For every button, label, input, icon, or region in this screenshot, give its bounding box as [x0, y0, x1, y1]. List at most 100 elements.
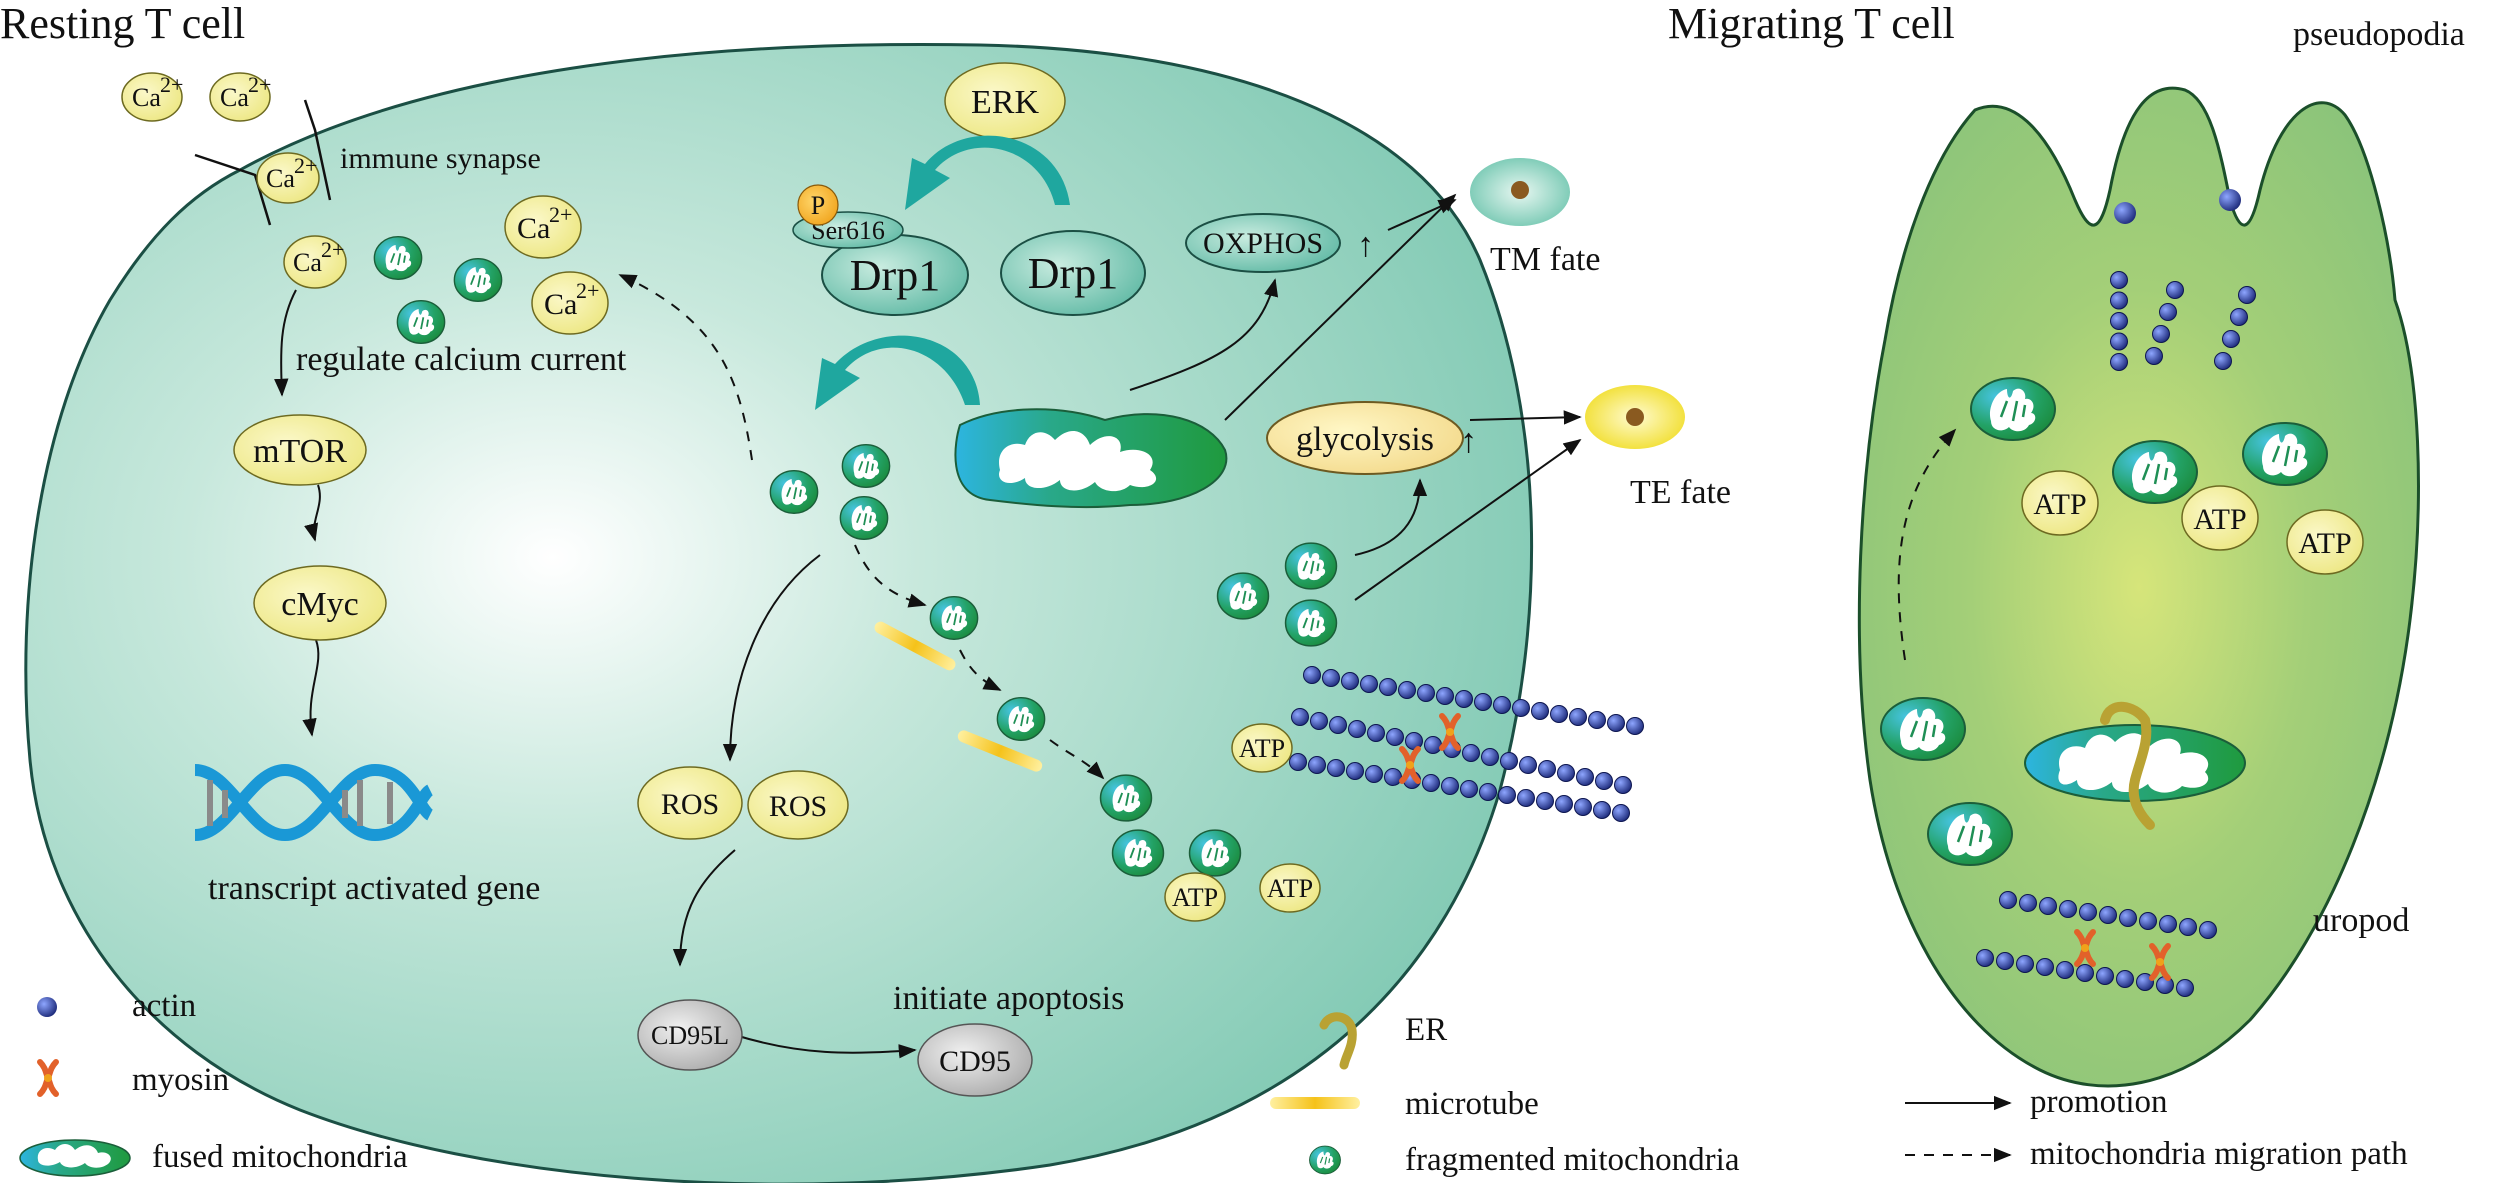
actin-bead [1517, 789, 1535, 807]
fragmented-mito [1284, 542, 1338, 590]
initiate-apoptosis-label: initiate apoptosis [893, 980, 1124, 1017]
actin-bead [2110, 353, 2128, 371]
actin-bead [2230, 308, 2248, 326]
fragmented-mito [396, 299, 446, 345]
actin-bead [1455, 690, 1473, 708]
svg-text:mitochondria migration path: mitochondria migration path [2030, 1136, 2408, 1172]
actin-bead [1367, 724, 1385, 742]
resting-title: Resting T cell [0, 0, 245, 48]
actin-bead [2016, 955, 2034, 973]
atp-node: ATP [1164, 872, 1226, 922]
legend-promotion: promotion [1905, 1084, 2168, 1120]
regulate-calcium-label: regulate calcium current [296, 341, 627, 378]
actin-bead [1462, 744, 1480, 762]
actin-bead [2145, 347, 2163, 365]
te-fate-label: TE fate [1630, 474, 1731, 511]
ca-node-1: Ca 2+ [121, 72, 183, 122]
actin-bead [1595, 772, 1613, 790]
cd95-node: CD95 [917, 1023, 1033, 1097]
legend-fragmented-mito: fragmented mitochondria [1308, 1142, 1740, 1178]
actin-bead [1569, 708, 1587, 726]
erk-node: ERK [944, 62, 1066, 140]
oxphos-node: OXPHOS [1185, 213, 1341, 273]
actin-bead [1481, 748, 1499, 766]
actin-bead [2152, 325, 2170, 343]
svg-text:ROS: ROS [661, 788, 719, 821]
uropod-label: uropod [2313, 902, 2409, 939]
cd95l-node: CD95L [637, 999, 743, 1071]
fission-teal-arrow [815, 335, 980, 410]
p-node: P [797, 184, 839, 226]
actin-bead [2159, 303, 2177, 321]
actin-bead [2179, 918, 2197, 936]
actin-bead [1417, 684, 1435, 702]
svg-text:Ca: Ca [544, 288, 577, 321]
er-icon [2100, 701, 2155, 830]
fragmented-mito [769, 469, 819, 515]
fragmented-mito [1216, 572, 1270, 620]
drp1-phos-node: Drp1 [821, 234, 969, 316]
actin-bead [1999, 891, 2017, 909]
actin-bead [1384, 768, 1402, 786]
fragmented-mito [841, 443, 891, 489]
atp-node: ATP [1231, 723, 1293, 773]
microtube [874, 621, 956, 671]
actin-bead [1538, 760, 1556, 778]
actin-bead [2110, 271, 2128, 289]
fragmented-mito [1284, 599, 1338, 647]
svg-text:ATP: ATP [1239, 734, 1285, 763]
immune-synapse-label: immune synapse [340, 142, 541, 175]
actin-bead [2222, 330, 2240, 348]
atp-node: ATP [2021, 470, 2099, 536]
actin-bead [1346, 762, 1364, 780]
actin-bead [1614, 776, 1632, 794]
microtube [957, 730, 1043, 772]
dna-helix-icon [194, 763, 434, 842]
fragmented-mito [1879, 696, 1967, 762]
migrating-title: Migrating T cell [1668, 0, 1955, 48]
actin-bead [1493, 696, 1511, 714]
actin-bead [1512, 699, 1530, 717]
actin-bead [2199, 921, 2217, 939]
actin-bead [2056, 961, 2074, 979]
svg-text:myosin: myosin [132, 1062, 229, 1098]
svg-text:2+: 2+ [576, 278, 599, 303]
actin-bead [1576, 768, 1594, 786]
actin-bead [2099, 906, 2117, 924]
fragmented-mito [929, 595, 979, 641]
svg-text:ATP: ATP [2298, 527, 2351, 560]
svg-text:ATP: ATP [2193, 503, 2246, 536]
fragmented-mito [1099, 774, 1153, 822]
mito-migration-path [959, 649, 1002, 691]
actin-bead [1479, 783, 1497, 801]
actin-bead [1474, 693, 1492, 711]
glycolysis-node: glycolysis [1266, 401, 1464, 475]
actin-bead [2159, 915, 2177, 933]
cmyc-node: cMyc [253, 565, 387, 641]
svg-text:Drp1: Drp1 [850, 251, 940, 300]
svg-text:CD95L: CD95L [651, 1021, 729, 1050]
fragmented-mito [1969, 376, 2057, 442]
fragmented-mito [373, 235, 423, 281]
svg-text:Ca: Ca [220, 83, 249, 112]
actin-bead [2079, 903, 2097, 921]
ca-node-3: Ca 2+ [256, 152, 320, 204]
actin-bead [1303, 666, 1321, 684]
svg-text:ATP: ATP [2033, 488, 2086, 521]
svg-text:Ca: Ca [293, 248, 322, 277]
actin-bead [2139, 912, 2157, 930]
svg-text:Ca: Ca [266, 164, 295, 193]
receptor-lines [194, 99, 332, 226]
legend-fused-mito: fused mitochondria [19, 1139, 408, 1177]
actin-bead [2110, 291, 2128, 310]
actin-bead [1360, 675, 1378, 693]
svg-text:OXPHOS: OXPHOS [1203, 227, 1323, 260]
actin-bead [1386, 728, 1404, 746]
svg-text:2+: 2+ [248, 72, 271, 97]
svg-text:ER: ER [1405, 1012, 1447, 1048]
glycolysis-up-arrow: ↑ [1460, 423, 1477, 460]
actin-bead [2110, 312, 2128, 330]
legend-myosin: myosin [40, 1062, 229, 1098]
actin-bead [2114, 202, 2136, 224]
drp1-node: Drp1 [1000, 230, 1146, 316]
